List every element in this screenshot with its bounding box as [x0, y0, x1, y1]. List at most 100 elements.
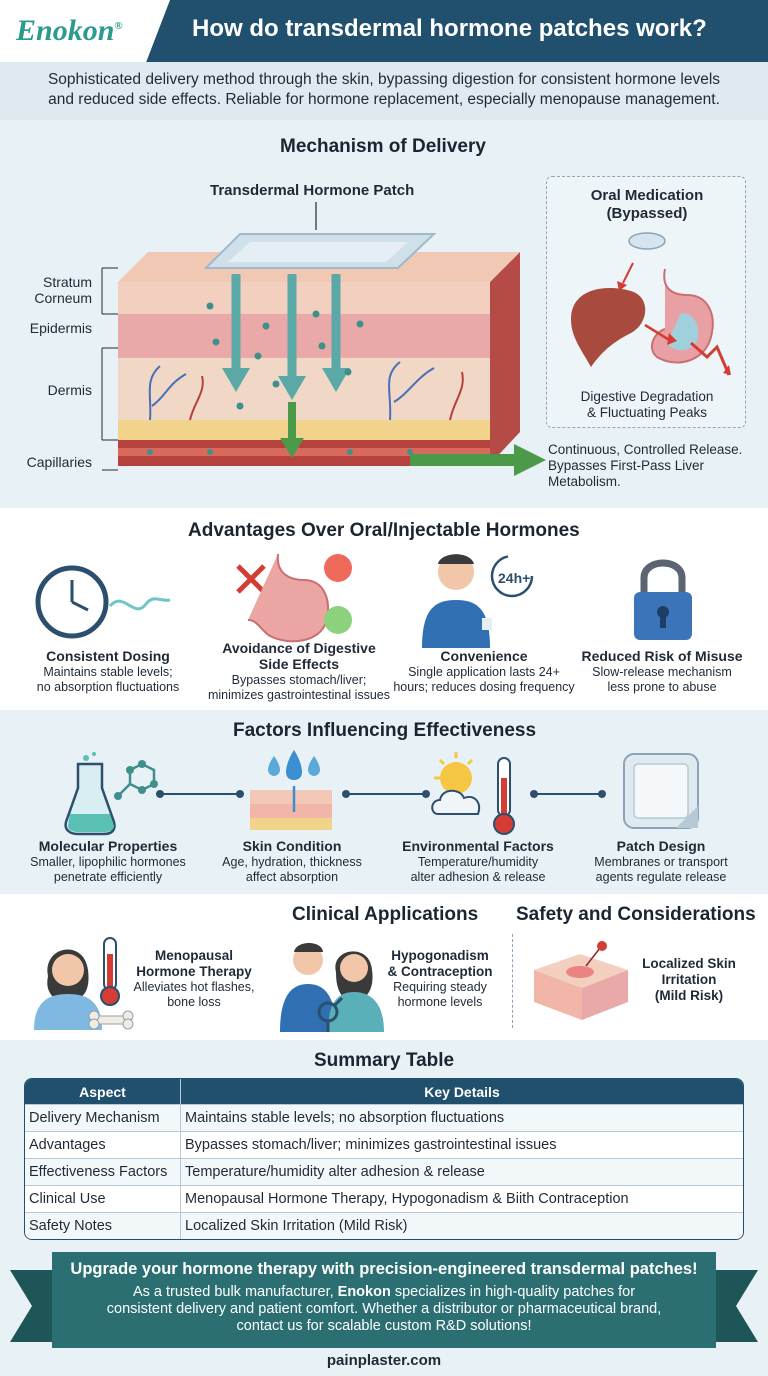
mechanism-title: Mechanism of Delivery — [280, 136, 486, 157]
label-stratum-corneum: Stratum Corneum — [14, 274, 92, 306]
safety-card: Localized Skin Irritation (Mild Risk) — [626, 956, 752, 1004]
section-divider — [512, 934, 513, 1028]
advantage-1-text2: no absorption fluctuations — [36, 680, 180, 694]
advantage-3-text2: hours; reduces dosing frequency — [393, 680, 575, 694]
label-dermis: Dermis — [47, 382, 92, 398]
oral-caption-line2: & Fluctuating Peaks — [586, 405, 708, 420]
page-title: How do transdermal hormone patches work? — [192, 15, 707, 42]
table-header-details: Key Details — [181, 1079, 743, 1104]
clinical-1-title2: Hormone Therapy — [136, 964, 252, 979]
summary-section: Summary Table Aspect Key Details Deliver… — [0, 1040, 768, 1252]
clinical-card-1: Menopausal Hormone Therapy Alleviates ho… — [126, 948, 262, 1010]
clinical-2-text1: Requiring steady — [393, 980, 487, 994]
registered-mark: ® — [114, 20, 123, 32]
advantage-2-text1: Bypasses stomach/liver; — [231, 673, 367, 687]
cta-body-line1: As a trusted bulk manufacturer, Enokon s… — [62, 1284, 706, 1301]
cta-body: As a trusted bulk manufacturer, Enokon s… — [62, 1284, 706, 1335]
factor-card-2: Skin Condition Age, hydration, thickness… — [206, 838, 378, 885]
oral-title: Oral Medication (Bypassed) — [547, 187, 747, 223]
cta-body-post: specializes in high-quality patches for — [390, 1284, 636, 1300]
patch-label: Transdermal Hormone Patch — [210, 182, 415, 199]
clinical-1-text1: Alleviates hot flashes, — [133, 980, 255, 994]
factor-2-title: Skin Condition — [242, 838, 342, 854]
advantage-4-text2: less prone to abuse — [607, 680, 717, 694]
advantage-card-3: Convenience Single application lasts 24+… — [388, 648, 580, 695]
flask-molecule-icon — [64, 752, 158, 836]
clinical-title: Clinical Applications — [292, 904, 479, 925]
safety-line3: (Mild Risk) — [654, 988, 724, 1003]
advantage-4-title: Reduced Risk of Misuse — [581, 648, 743, 664]
table-cell-aspect: Effectiveness Factors — [25, 1158, 181, 1185]
advantage-2-title1: Avoidance of Digestive — [222, 640, 376, 656]
table-cell-details: Bypasses stomach/liver; minimizes gastro… — [181, 1131, 743, 1158]
table-header-row: Aspect Key Details — [25, 1079, 743, 1104]
cta-body-pre: As a trusted bulk manufacturer, — [132, 1284, 338, 1300]
badge-24h: 24h+ — [498, 570, 531, 586]
couple-gender-icon — [280, 943, 384, 1032]
liver-stomach-icon — [571, 232, 731, 376]
release-line2: Bypasses First-Pass Liver — [548, 458, 705, 473]
table-row: Effectiveness Factors Temperature/humidi… — [25, 1158, 743, 1185]
cta-body-line2: consistent delivery and patient comfort.… — [106, 1301, 662, 1317]
factor-2-text1: Age, hydration, thickness — [222, 855, 362, 869]
label-stratum-line1: Stratum — [42, 274, 92, 290]
clinical-1-text2: bone loss — [167, 995, 221, 1009]
intro-line-1: Sophisticated delivery method through th… — [47, 71, 721, 88]
advantages-section: Advantages Over Oral/Injectable Hormones… — [0, 510, 768, 710]
website-link[interactable]: painplaster.com — [326, 1352, 442, 1369]
factor-card-3: Environmental Factors Temperature/humidi… — [388, 838, 568, 885]
table-cell-aspect: Delivery Mechanism — [25, 1104, 181, 1131]
clock-icon — [35, 565, 171, 639]
table-cell-aspect: Advantages — [25, 1131, 181, 1158]
brand-logo[interactable]: Enokon® — [16, 14, 123, 48]
release-line3: Metabolism. — [548, 474, 621, 489]
clinical-2-title2: & Contraception — [387, 964, 493, 979]
table-row: Clinical Use Menopausal Hormone Therapy,… — [25, 1185, 743, 1212]
table-cell-details: Temperature/humidity alter adhesion & re… — [181, 1158, 743, 1185]
weather-thermometer-icon — [431, 752, 515, 835]
clinical-1-title1: Menopausal — [154, 948, 233, 963]
woman-thermometer-icon — [34, 937, 134, 1030]
cta-section: Upgrade your hormone therapy with precis… — [0, 1252, 768, 1376]
factor-connector-line — [156, 790, 606, 798]
oral-title-line1: Oral Medication — [590, 187, 704, 204]
person-patch-icon — [422, 554, 534, 648]
advantage-card-4: Reduced Risk of Misuse Slow-release mech… — [576, 648, 748, 695]
factor-card-1: Molecular Properties Smaller, lipophilic… — [20, 838, 196, 885]
factor-4-text1: Membranes or transport — [594, 855, 728, 869]
cta-banner: Upgrade your hormone therapy with precis… — [52, 1252, 716, 1348]
advantage-4-text1: Slow-release mechanism — [592, 665, 732, 679]
oral-caption-line1: Digestive Degradation — [580, 389, 714, 404]
padlock-icon — [634, 559, 692, 640]
skin-droplet-icon — [250, 750, 332, 830]
summary-table: Aspect Key Details Delivery Mechanism Ma… — [24, 1078, 744, 1240]
safety-line2: Irritation — [661, 972, 717, 987]
cta-body-line3: contact us for scalable custom R&D solut… — [236, 1318, 532, 1334]
stomach-icon — [236, 553, 352, 643]
advantage-1-text1: Maintains stable levels; — [43, 665, 173, 679]
skin-irritation-icon — [534, 941, 628, 1020]
table-header-aspect: Aspect — [25, 1079, 181, 1104]
oral-caption: Digestive Degradation & Fluctuating Peak… — [547, 389, 747, 421]
logo-panel: Enokon® — [0, 0, 170, 62]
mechanism-section: Mechanism of Delivery Transdermal Hormon… — [0, 120, 768, 508]
clinical-2-text2: hormone levels — [397, 995, 483, 1009]
factor-1-text2: penetrate efficiently — [53, 870, 163, 884]
advantage-2-text2: minimizes gastrointestinal issues — [207, 688, 390, 702]
release-arrow-icon — [410, 444, 546, 476]
table-row: Advantages Bypasses stomach/liver; minim… — [25, 1131, 743, 1158]
advantage-card-1: Consistent Dosing Maintains stable level… — [22, 648, 194, 695]
factor-3-title: Environmental Factors — [402, 838, 554, 854]
table-cell-aspect: Safety Notes — [25, 1212, 181, 1239]
oral-title-line2: (Bypassed) — [606, 205, 688, 222]
skin-cross-section-illustration — [101, 202, 520, 471]
cta-headline: Upgrade your hormone therapy with precis… — [70, 1260, 698, 1278]
table-cell-details: Localized Skin Irritation (Mild Risk) — [181, 1212, 743, 1239]
clinical-safety-section: Clinical Applications Safety and Conside… — [0, 894, 768, 1038]
clinical-card-2: Hypogonadism & Contraception Requiring s… — [372, 948, 508, 1010]
label-epidermis: Epidermis — [29, 320, 92, 336]
advantage-card-2: Avoidance of Digestive Side Effects Bypa… — [204, 640, 394, 703]
release-description: Continuous, Controlled Release. Bypasses… — [548, 442, 764, 490]
safety-title: Safety and Considerations — [516, 904, 756, 925]
factors-title: Factors Influencing Effectiveness — [233, 720, 537, 741]
